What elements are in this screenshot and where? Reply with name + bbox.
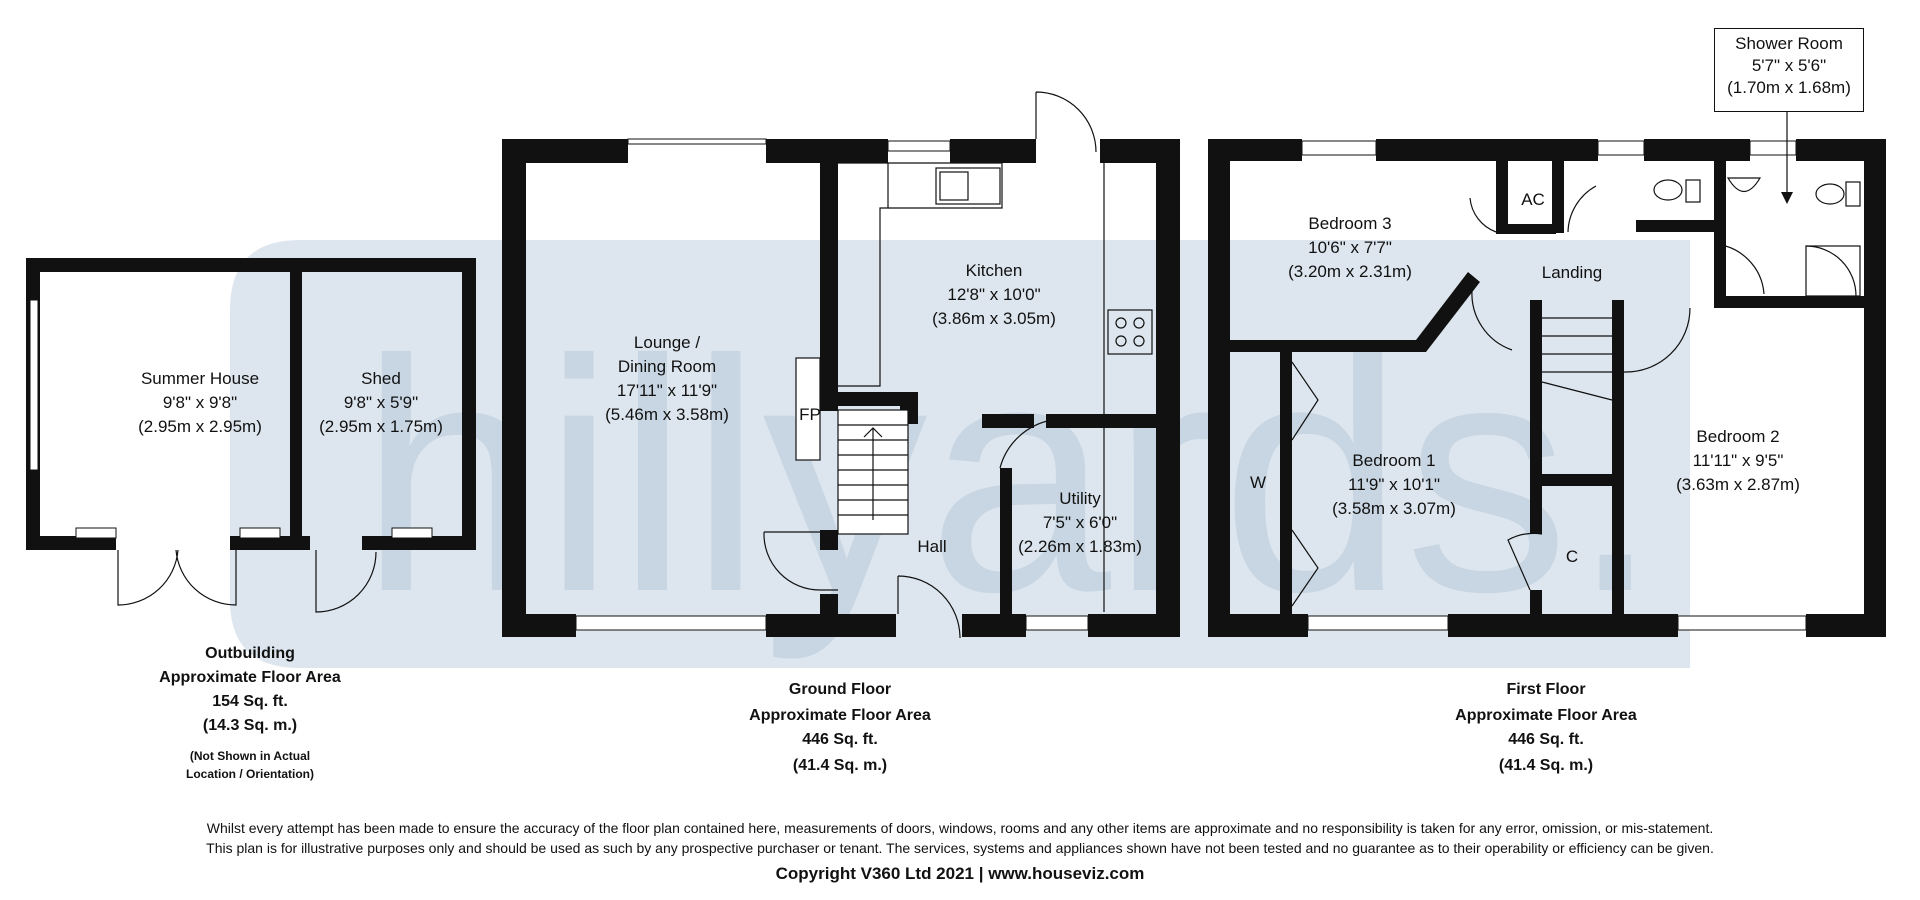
- bedroom2-metric: (3.63m x 2.87m): [1676, 475, 1800, 494]
- bedroom3-metric: (3.20m x 2.31m): [1288, 262, 1412, 281]
- bedroom3-name: Bedroom 3: [1308, 214, 1391, 233]
- outbuilding-plan: [26, 258, 476, 613]
- ac-cupboard-label: AC: [1521, 190, 1545, 209]
- first-floor-plan: [1208, 139, 1886, 637]
- ground-floor-sqm: (41.4 Sq. m.): [793, 757, 887, 774]
- shed-metric: (2.95m x 1.75m): [319, 417, 443, 436]
- first-floor-sqft: 446 Sq. ft.: [1508, 731, 1584, 748]
- ground-floor-plan: [502, 91, 1180, 639]
- shower-room-name: Shower Room: [1735, 34, 1843, 53]
- outbuilding-note-line2: Location / Orientation): [186, 767, 314, 781]
- first-floor-subtitle: Approximate Floor Area: [1455, 707, 1637, 724]
- first-floor-sqm: (41.4 Sq. m.): [1499, 757, 1593, 774]
- kitchen-name: Kitchen: [966, 261, 1023, 280]
- utility-name: Utility: [1059, 489, 1101, 508]
- bedroom1-name: Bedroom 1: [1352, 451, 1435, 470]
- ground-floor-subtitle: Approximate Floor Area: [749, 707, 931, 724]
- outbuilding-area-sqft: 154 Sq. ft.: [212, 693, 288, 710]
- bedroom1-metric: (3.58m x 3.07m): [1332, 499, 1456, 518]
- shower-room-imperial: 5'7" x 5'6": [1751, 56, 1827, 75]
- outbuilding-area-sqm: (14.3 Sq. m.): [203, 717, 297, 734]
- disclaimer-line2: This plan is for illustrative purposes o…: [206, 840, 1714, 856]
- first-floor-title: First Floor: [1506, 681, 1585, 698]
- copyright: Copyright V360 Ltd 2021 | www.houseviz.c…: [775, 864, 1145, 883]
- shed-imperial: 9'8" x 5'9": [344, 393, 418, 412]
- lounge-metric: (5.46m x 3.58m): [605, 405, 729, 424]
- hall-label: Hall: [917, 537, 946, 556]
- shower-room-callout: Shower Room 5'7" x 5'6" (1.70m x 1.68m): [1714, 28, 1864, 112]
- wardrobe-label: W: [1250, 473, 1266, 492]
- lounge-name-line2: Dining Room: [618, 357, 716, 376]
- utility-imperial: 7'5" x 6'0": [1043, 513, 1117, 532]
- outbuilding-area-subtitle: Approximate Floor Area: [159, 669, 341, 686]
- cupboard-label: C: [1566, 547, 1578, 566]
- ground-floor-sqft: 446 Sq. ft.: [802, 731, 878, 748]
- summer-house-metric: (2.95m x 2.95m): [138, 417, 262, 436]
- outbuilding-area-title: Outbuilding: [205, 645, 295, 662]
- summer-house-imperial: 9'8" x 9'8": [163, 393, 237, 412]
- shower-room-metric: (1.70m x 1.68m): [1727, 78, 1851, 97]
- bedroom2-name: Bedroom 2: [1696, 427, 1779, 446]
- bedroom3-imperial: 10'6" x 7'7": [1308, 238, 1392, 257]
- bedroom1-imperial: 11'9" x 10'1": [1348, 475, 1440, 494]
- utility-metric: (2.26m x 1.83m): [1018, 537, 1142, 556]
- lounge-name-line1: Lounge /: [634, 333, 700, 352]
- outbuilding-note-line1: (Not Shown in Actual: [190, 749, 310, 763]
- summer-house-name: Summer House: [141, 369, 259, 388]
- fireplace-label: FP: [799, 405, 821, 424]
- bedroom2-imperial: 11'11" x 9'5": [1693, 451, 1784, 470]
- ground-floor-title: Ground Floor: [789, 681, 891, 698]
- shed-name: Shed: [361, 369, 401, 388]
- landing-label: Landing: [1542, 263, 1603, 282]
- kitchen-metric: (3.86m x 3.05m): [932, 309, 1056, 328]
- disclaimer-line1: Whilst every attempt has been made to en…: [206, 820, 1714, 836]
- lounge-imperial: 17'11" x 11'9": [617, 381, 717, 400]
- watermark: hillyards.: [230, 240, 1690, 668]
- kitchen-imperial: 12'8" x 10'0": [947, 285, 1040, 304]
